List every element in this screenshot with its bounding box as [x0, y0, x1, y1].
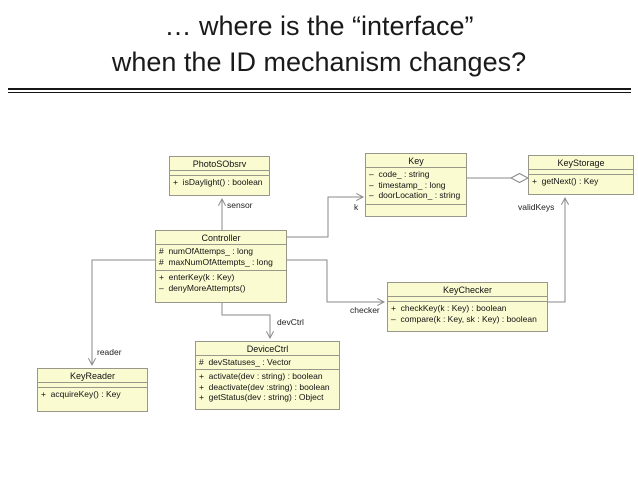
class-controller-name: Controller	[156, 231, 286, 245]
class-devicectrl-methods: + activate(dev : string) : boolean + dea…	[196, 370, 339, 409]
class-key: Key – code_ : string – timestamp_ : long…	[365, 153, 467, 217]
uml-attribute: # maxNumOfAttempts_ : long	[159, 256, 273, 267]
class-keystorage-attributes	[529, 170, 633, 175]
checker-association-line	[287, 259, 386, 307]
class-photosobsrv-attributes	[170, 171, 269, 176]
class-keychecker-attributes	[388, 297, 547, 302]
k-association-line	[287, 192, 365, 238]
uml-method: + getStatus(dev : string) : Object	[199, 392, 324, 402]
edge-label-checker: checker	[350, 305, 380, 315]
edge-label-reader: reader	[97, 347, 122, 357]
uml-attribute: # devStatuses_ : Vector	[199, 357, 292, 367]
class-devicectrl-name: DeviceCtrl	[196, 342, 339, 356]
class-devicectrl-attributes: # devStatuses_ : Vector	[196, 356, 339, 370]
class-keychecker: KeyChecker + checkKey(k : Key) : boolean…	[387, 282, 548, 332]
class-keystorage-name: KeyStorage	[529, 156, 633, 170]
class-devicectrl: DeviceCtrl # devStatuses_ : Vector + act…	[195, 341, 340, 410]
class-keystorage: KeyStorage + getNext() : Key	[528, 155, 634, 195]
edge-label-validkeys: validKeys	[518, 202, 555, 212]
class-photosobsrv-methods: + isDaylight() : boolean	[170, 176, 269, 195]
class-photosobsrv-name: PhotoSObsrv	[170, 157, 269, 171]
slide-title: … where is the “interface” when the ID m…	[0, 8, 638, 80]
edge-label-sensor: sensor	[227, 200, 253, 210]
class-keyreader-methods: + acquireKey() : Key	[38, 388, 147, 411]
class-controller: Controller # numOfAttemps_ : long # maxN…	[155, 230, 287, 303]
class-photosobsrv: PhotoSObsrv + isDaylight() : boolean	[169, 156, 270, 196]
class-keyreader-name: KeyReader	[38, 369, 147, 383]
edge-label-devctrl: devCtrl	[277, 317, 304, 327]
uml-method: – denyMoreAttempts()	[159, 282, 246, 293]
slide-title-line2: when the ID mechanism changes?	[111, 47, 527, 77]
class-key-attributes: – code_ : string – timestamp_ : long – d…	[366, 168, 466, 205]
slide-title-line1: … where is the “interface”	[164, 11, 474, 41]
class-key-name: Key	[366, 154, 466, 168]
uml-attribute: – doorLocation_ : string	[369, 190, 461, 200]
uml-attribute: – code_ : string	[369, 169, 430, 179]
uml-method: + enterKey(k : Key)	[159, 272, 235, 282]
class-key-methods	[366, 205, 466, 216]
class-controller-methods: + enterKey(k : Key) – denyMoreAttempts()	[156, 271, 286, 302]
title-double-rule	[8, 88, 631, 93]
uml-method: + acquireKey() : Key	[41, 389, 121, 399]
aggregation-diamond-icon	[509, 172, 530, 184]
uml-method: + deactivate(dev :string) : boolean	[199, 381, 330, 392]
class-keyreader: KeyReader + acquireKey() : Key	[37, 368, 148, 412]
edge-label-k: k	[354, 202, 359, 212]
class-keychecker-name: KeyChecker	[388, 283, 547, 297]
uml-method: + isDaylight() : boolean	[173, 177, 263, 187]
uml-attribute: # numOfAttemps_ : long	[159, 246, 254, 256]
class-controller-attributes: # numOfAttemps_ : long # maxNumOfAttempt…	[156, 245, 286, 271]
validkeys-association-line	[548, 196, 570, 303]
uml-method: + activate(dev : string) : boolean	[199, 371, 323, 381]
class-keystorage-methods: + getNext() : Key	[529, 175, 633, 194]
uml-method: + getNext() : Key	[532, 176, 599, 186]
devctrl-association-line	[221, 303, 275, 340]
class-keyreader-attributes	[38, 383, 147, 388]
uml-attribute: – timestamp_ : long	[369, 179, 446, 190]
uml-method: + checkKey(k : Key) : boolean	[391, 303, 507, 313]
uml-method: – compare(k : Key, sk : Key) : boolean	[391, 313, 537, 324]
class-keychecker-methods: + checkKey(k : Key) : boolean – compare(…	[388, 302, 547, 331]
